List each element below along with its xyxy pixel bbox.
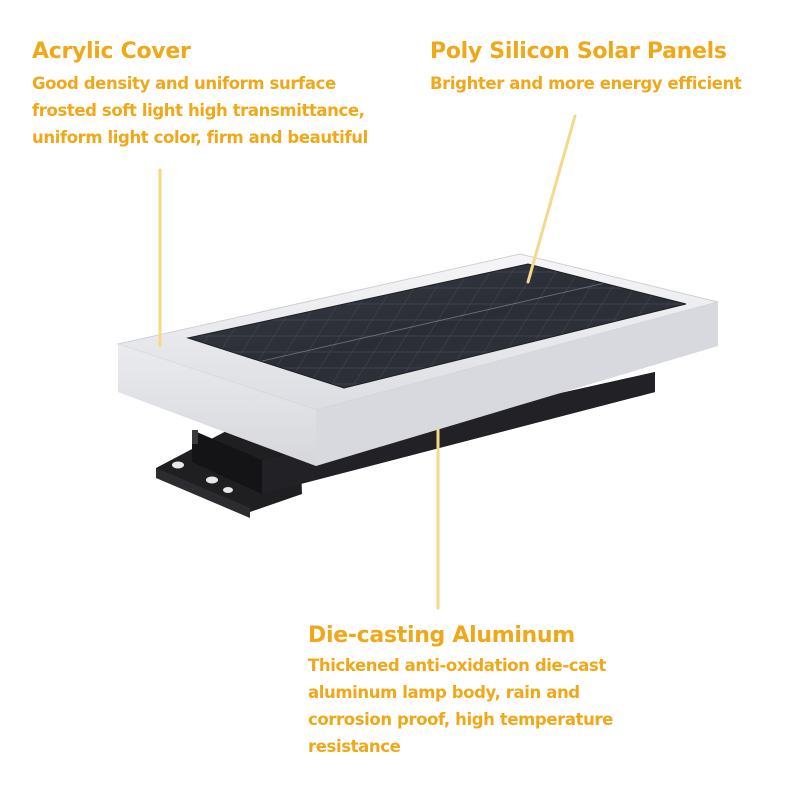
acrylic-cover-callout: Acrylic Cover Good density and uniform s… bbox=[32, 38, 368, 151]
acrylic-cover-title: Acrylic Cover bbox=[32, 39, 191, 64]
die-casting-title: Die-casting Aluminum bbox=[308, 623, 575, 648]
die-casting-description: Thickened anti-oxidation die-cast alumin… bbox=[308, 656, 613, 756]
solar-panel-description: Brighter and more energy efficient bbox=[430, 74, 742, 93]
die-casting-callout: Die-casting Aluminum Thickened anti-oxid… bbox=[308, 622, 613, 760]
leader-lines bbox=[158, 114, 577, 610]
solar-panel-callout: Poly Silicon Solar Panels Brighter and m… bbox=[430, 38, 742, 97]
acrylic-cover-description: Good density and uniform surface frosted… bbox=[32, 74, 368, 147]
solar-panel-title: Poly Silicon Solar Panels bbox=[430, 39, 727, 64]
solar-panel bbox=[186, 263, 687, 389]
solar-leader-line bbox=[526, 114, 577, 284]
